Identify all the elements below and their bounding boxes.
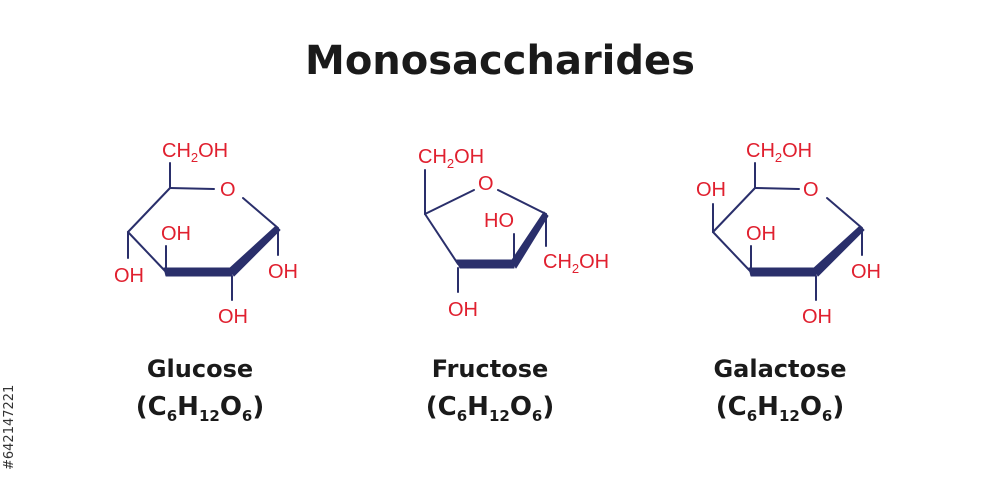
glucose-oh-c2: OH <box>218 306 248 328</box>
glucose-bold-bond-c3-c2 <box>163 267 233 277</box>
galactose-bold-bond-c3-c2 <box>748 267 817 277</box>
glucose-ring-bond-o-c1 <box>242 197 279 229</box>
glucose-oh-c4: OH <box>114 265 144 287</box>
glucose-structure: CH2OH O OH OH OH OH <box>114 140 298 328</box>
fructose-bold-bond-c4-c3 <box>455 259 515 269</box>
glucose-ch2oh-label: CH2OH <box>162 140 228 165</box>
glucose-ring-oxygen: O <box>220 179 236 201</box>
glucose-name: Glucose <box>146 355 254 383</box>
glucose-ring-bond-c5-c4 <box>127 187 171 233</box>
galactose-ring-bond-c5-c4 <box>712 187 756 233</box>
fructose-ring-bond-c5-c4 <box>424 213 459 265</box>
glucose-ring-bond-c4-c3 <box>127 231 167 273</box>
page-title: Monosaccharides <box>305 38 695 84</box>
galactose-formula: (C6H12O6) <box>715 392 845 426</box>
glucose-ring-bond-c5-o <box>169 187 215 190</box>
galactose-ring-oxygen: O <box>803 179 819 201</box>
fructose-ring-oxygen: O <box>478 173 494 195</box>
fructose-bold-bond-c3-c2 <box>511 211 549 269</box>
galactose-oh-c4: OH <box>696 179 726 201</box>
fructose-ch2oh-top-label: CH2OH <box>418 146 484 171</box>
galactose-ring-bond-c5-o <box>754 187 800 190</box>
fructose-formula: (C6H12O6) <box>425 392 555 426</box>
glucose-bold-bond-c2-c1 <box>229 225 281 277</box>
fructose-ring-bond-c5-o <box>424 189 475 215</box>
glucose-oh-c1: OH <box>268 261 298 283</box>
galactose-oh-c2: OH <box>802 306 832 328</box>
galactose-ch2oh-label: CH2OH <box>746 140 812 165</box>
galactose-structure: CH2OH O OH OH OH OH <box>696 140 881 328</box>
fructose-ring-bond-o-c2 <box>497 189 547 215</box>
fructose-ch2oh-right-label: CH2OH <box>543 251 609 276</box>
galactose-oh-c3: OH <box>746 223 776 245</box>
fructose-name: Fructose <box>431 355 549 383</box>
glucose-oh-c3: OH <box>161 223 191 245</box>
glucose-formula: (C6H12O6) <box>135 392 265 426</box>
fructose-oh-c4: OH <box>448 299 478 321</box>
galactose-ring-bond-c4-c3 <box>712 231 752 273</box>
galactose-oh-c1: OH <box>851 261 881 283</box>
fructose-ho-c3: HO <box>484 210 514 232</box>
galactose-bold-bond-c2-c1 <box>813 225 865 277</box>
galactose-ring-bond-o-c1 <box>826 197 863 229</box>
fructose-structure: CH2OH O HO CH2OH OH <box>418 146 609 321</box>
galactose-name: Galactose <box>713 355 847 383</box>
